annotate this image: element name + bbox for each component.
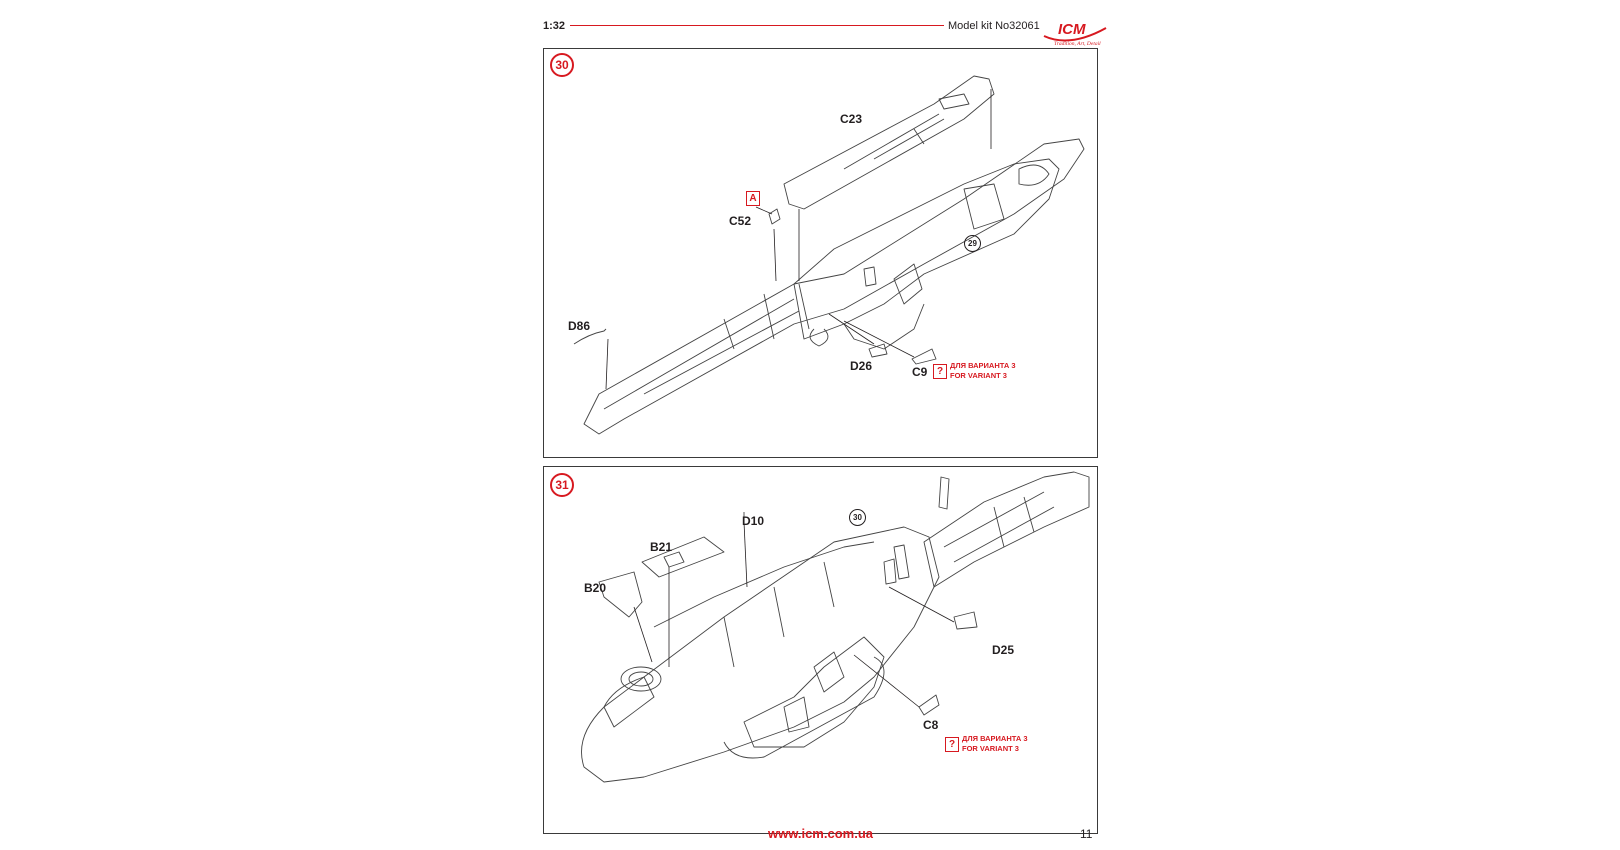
variant-note-en: FOR VARIANT 3: [950, 371, 1007, 380]
part-label-d26: D26: [850, 359, 873, 373]
variant-note-ru: ДЛЯ ВАРИАНТА 3: [962, 734, 1028, 743]
part-label-d10: D10: [742, 514, 765, 528]
website-link[interactable]: www.icm.com.ua: [768, 826, 873, 841]
variant-warning-icon: ?: [933, 364, 947, 379]
part-label-d25: D25: [992, 643, 1015, 657]
header-rule: [570, 25, 944, 26]
page-number: 11: [1080, 827, 1093, 841]
part-label-b20: B20: [584, 581, 607, 595]
scale-label: 1:32: [543, 20, 566, 32]
step-30-panel: 30 29 C23 A C52 D86 D26 C9 ? ДЛЯ ВАРИАНТ…: [543, 48, 1098, 458]
model-kit-number: Model kit No32061: [948, 20, 1040, 32]
part-label-c8: C8: [923, 718, 939, 732]
step-31-ref-30: 30: [849, 509, 866, 526]
part-marker-a: A: [746, 191, 760, 206]
icm-logo: ICM Tradition, Art, Detail: [1040, 14, 1112, 48]
step-30-ref-29: 29: [964, 235, 981, 252]
part-label-c23: C23: [840, 112, 863, 126]
logo-tagline: Tradition, Art, Detail: [1054, 41, 1101, 47]
part-label-c52: C52: [729, 214, 752, 228]
variant-warning-icon: ?: [945, 737, 959, 752]
step-30-drawing: [573, 75, 1085, 435]
variant-note-ru: ДЛЯ ВАРИАНТА 3: [950, 361, 1016, 370]
part-label-c9: C9: [912, 365, 928, 379]
step-31-panel: 31 30 D10 B21 B20 D25 C8 ? ДЛЯ ВАРИАНТА …: [543, 466, 1098, 834]
part-label-d86: D86: [568, 319, 591, 333]
logo-text: ICM: [1058, 21, 1086, 38]
step-31-number: 31: [550, 473, 574, 497]
step-31-drawing: [581, 471, 1090, 783]
variant-note-en: FOR VARIANT 3: [962, 744, 1019, 753]
step-30-number: 30: [550, 53, 574, 77]
part-label-b21: B21: [650, 540, 673, 554]
